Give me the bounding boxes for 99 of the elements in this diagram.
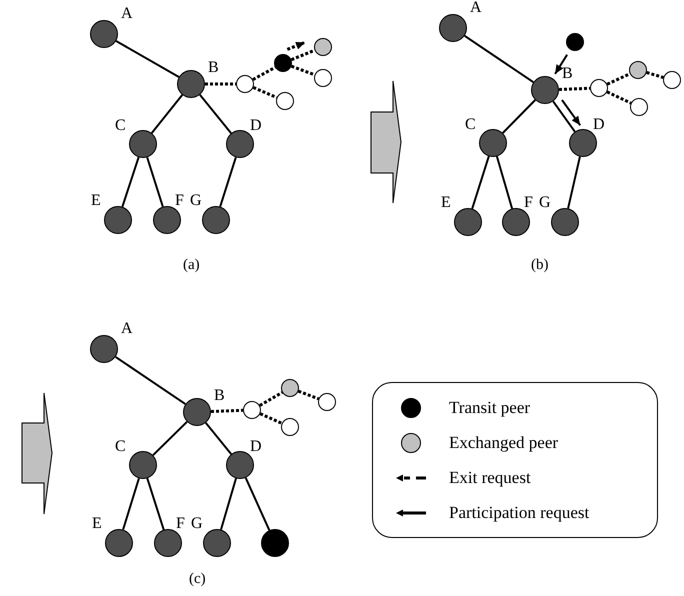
connector-line: [219, 157, 237, 207]
peer-node: [479, 129, 507, 157]
connector-line: [115, 356, 186, 405]
peer-node: [454, 208, 482, 236]
peer-node: [551, 208, 579, 236]
connector-line: [116, 40, 180, 78]
legend-label: Exit request: [449, 469, 531, 486]
peer-node: [243, 401, 261, 419]
peer-node: [630, 98, 648, 116]
node-letter: B: [562, 66, 573, 82]
peer-node: [203, 529, 231, 557]
peer-node: [663, 71, 681, 89]
node-letter: D: [593, 117, 605, 133]
arrow: [286, 41, 306, 51]
node-letter: F: [175, 193, 184, 209]
peer-node: [274, 54, 292, 72]
node-letter: E: [91, 193, 101, 209]
connector-line: [146, 157, 164, 207]
peer-node: [153, 206, 181, 234]
connector-line: [252, 86, 278, 99]
node-letter: G: [191, 516, 203, 532]
connector-line: [252, 66, 276, 81]
connector-line: [244, 477, 270, 531]
connector-line: [496, 156, 514, 209]
peer-node: [566, 33, 584, 51]
peer-node: [629, 61, 647, 79]
peer-node: [439, 14, 467, 42]
legend-label: Transit peer: [449, 399, 530, 416]
panel-caption: (a): [183, 258, 200, 273]
arrow: [561, 99, 582, 126]
node-letter: E: [441, 195, 451, 211]
peer-node: [202, 206, 230, 234]
peer-node: [531, 76, 559, 104]
peer-node: [226, 130, 254, 158]
connector-line: [220, 478, 237, 530]
connector-line: [606, 72, 630, 86]
node-letter: A: [121, 6, 133, 22]
node-letter: F: [524, 195, 533, 211]
connector-line: [502, 99, 536, 134]
connector-line: [260, 412, 282, 425]
node-letter: E: [92, 516, 102, 532]
connector-line: [290, 48, 316, 62]
connector-line: [150, 94, 184, 134]
connector-line: [646, 71, 664, 79]
legend-label: Participation request: [449, 504, 590, 521]
peer-node: [90, 335, 118, 363]
peer-node: [226, 451, 254, 479]
node-letter: D: [250, 118, 262, 134]
connector-line: [552, 100, 576, 132]
connector-line: [152, 421, 188, 456]
node-letter: G: [190, 193, 202, 209]
connector-line: [558, 86, 590, 91]
peer-node: [104, 206, 132, 234]
peer-node: [129, 130, 157, 158]
node-letter: B: [208, 60, 219, 76]
connector-line: [290, 64, 316, 76]
peer-node: [281, 379, 299, 397]
connector-line: [471, 156, 490, 209]
connector-line: [199, 94, 232, 134]
legend-label: Exchanged peer: [449, 434, 558, 451]
connector-line: [464, 34, 534, 84]
node-letter: B: [214, 388, 225, 404]
peer-node: [154, 529, 182, 557]
peer-node: [236, 75, 254, 93]
peer-node: [183, 398, 211, 426]
peer-node: [314, 69, 332, 87]
connector-line: [210, 408, 244, 413]
node-letter: D: [250, 439, 262, 455]
peer-node: [314, 38, 332, 56]
connector-line: [205, 82, 236, 86]
connector-line: [606, 90, 632, 104]
node-letter: C: [465, 117, 476, 133]
connector-line: [122, 478, 140, 530]
peer-node: [281, 418, 299, 436]
peer-node: [105, 529, 133, 557]
connector-line: [567, 156, 581, 209]
peer-node: [129, 451, 157, 479]
node-letter: A: [121, 321, 133, 337]
node-letter: C: [115, 118, 126, 134]
connector-line: [259, 391, 283, 407]
peer-node: [590, 79, 608, 97]
peer-node: [502, 208, 530, 236]
peer-node: [276, 92, 294, 110]
node-letter: C: [115, 439, 126, 455]
panel-caption: (b): [531, 258, 548, 273]
arrow: [554, 54, 568, 74]
connector-line: [121, 156, 140, 208]
peer-node: [90, 20, 118, 48]
connector-line: [146, 478, 165, 530]
peer-node: [261, 529, 289, 557]
panel-caption: (c): [189, 572, 206, 587]
peer-node: [569, 129, 597, 157]
peer-node: [177, 70, 205, 98]
node-letter: A: [470, 0, 482, 16]
connector-line: [298, 390, 320, 400]
connector-line: [205, 422, 232, 455]
node-letter: F: [176, 516, 185, 532]
node-letter: G: [539, 195, 551, 211]
peer-node: [318, 393, 336, 411]
